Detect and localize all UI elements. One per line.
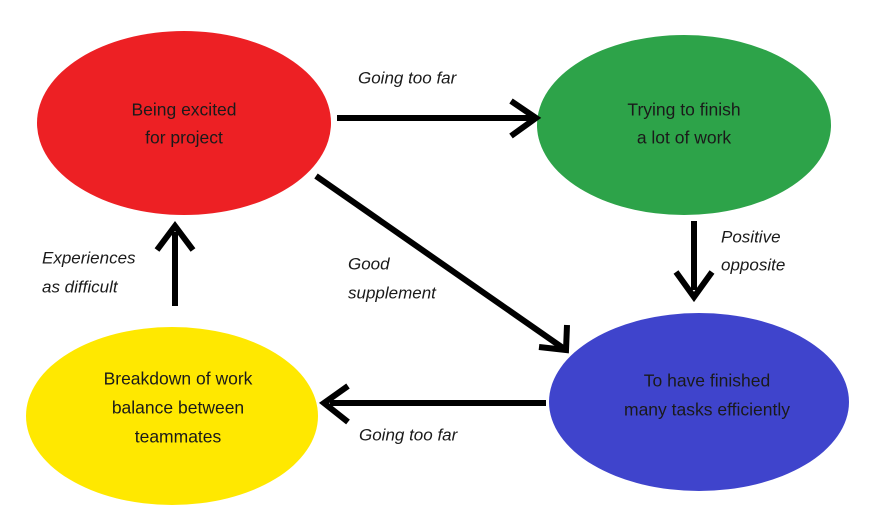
edge-excited-to-trying-arrowhead: [509, 98, 542, 139]
edge-excited-to-finished-line: [314, 173, 565, 351]
edge-finished-to-breakdown-label: Going too far: [359, 425, 459, 444]
node-excited-label-line1: Being excited: [131, 100, 236, 120]
edge-excited-to-finished-label-line1: Good: [348, 254, 390, 273]
node-trying-label-line1: Trying to finish: [627, 100, 740, 120]
edge-excited-to-finished-label-line2: supplement: [348, 283, 437, 302]
edge-trying-to-finished-arrowhead: [673, 270, 715, 303]
node-excited[interactable]: Being excited for project: [37, 31, 331, 215]
node-finished[interactable]: To have finished many tasks efficiently: [549, 313, 849, 491]
edge-excited-to-finished-arrowhead: [538, 324, 570, 354]
node-breakdown[interactable]: Breakdown of work balance between teamma…: [26, 327, 318, 505]
node-breakdown-label-line2: balance between: [112, 398, 244, 418]
node-breakdown-shape[interactable]: [26, 327, 318, 505]
node-excited-label-line2: for project: [145, 128, 223, 148]
node-excited-shape[interactable]: [37, 31, 331, 215]
edge-breakdown-to-excited-label-line2: as difficult: [42, 277, 119, 296]
edge-finished-to-breakdown-arrowhead: [318, 383, 350, 425]
node-trying-shape[interactable]: [537, 35, 831, 215]
edge-excited-to-trying[interactable]: Going too far: [337, 68, 542, 139]
edge-trying-to-finished[interactable]: Positive opposite: [673, 221, 785, 303]
edge-breakdown-to-excited-arrowhead: [154, 221, 196, 252]
node-trying[interactable]: Trying to finish a lot of work: [537, 35, 831, 215]
edge-breakdown-to-excited[interactable]: Experiences as difficult: [42, 221, 196, 306]
edge-excited-to-trying-label: Going too far: [358, 68, 458, 87]
edge-excited-to-finished[interactable]: Good supplement: [314, 173, 570, 354]
node-breakdown-label-line3: teammates: [135, 427, 222, 447]
node-finished-shape[interactable]: [549, 313, 849, 491]
node-finished-label-line1: To have finished: [644, 371, 770, 391]
edge-finished-to-breakdown[interactable]: Going too far: [318, 383, 546, 444]
node-trying-label-line2: a lot of work: [637, 128, 732, 148]
edge-trying-to-finished-label-line1: Positive: [721, 227, 781, 246]
edge-trying-to-finished-label-line2: opposite: [721, 255, 785, 274]
node-finished-label-line2: many tasks efficiently: [624, 400, 790, 420]
node-breakdown-label-line1: Breakdown of work: [104, 369, 253, 389]
edge-breakdown-to-excited-label-line1: Experiences: [42, 248, 136, 267]
